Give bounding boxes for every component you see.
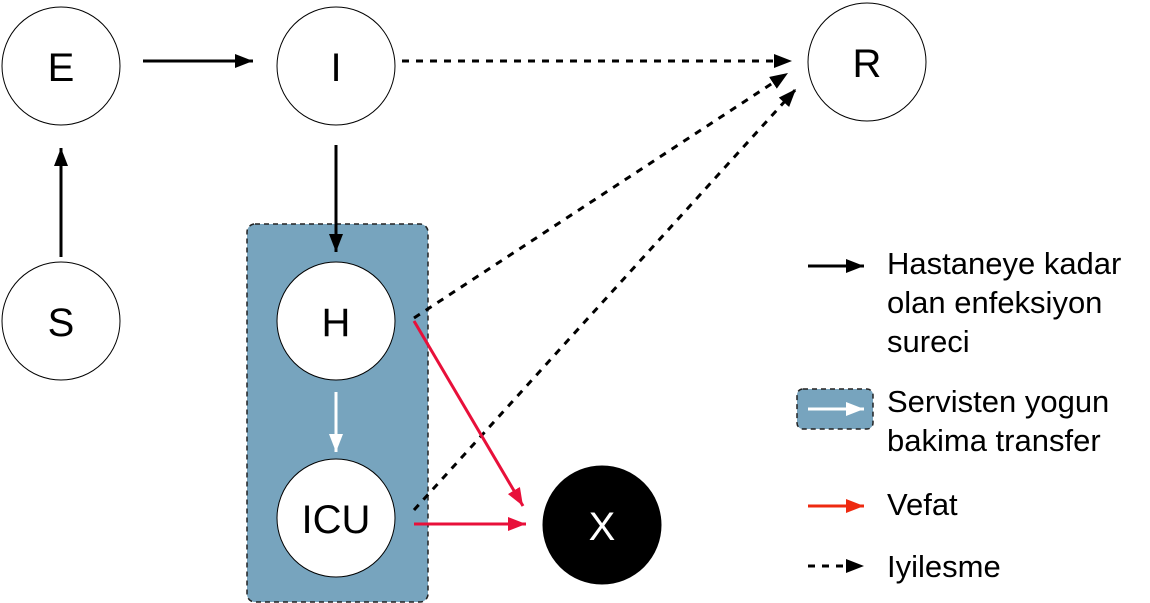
node-r: R [807, 2, 927, 122]
node-h: H [276, 261, 396, 381]
legend-infection-line1: Hastaneye kadar [887, 246, 1121, 281]
node-s-label: S [48, 301, 75, 345]
node-icu-label: ICU [302, 498, 371, 542]
legend-transfer-line2: bakima transfer [887, 423, 1101, 458]
node-e: E [1, 6, 121, 126]
legend-recovery-label: Iyilesme [887, 549, 1001, 584]
arrow-h-to-r [413, 71, 789, 320]
node-h-label: H [322, 301, 351, 345]
legend-transfer-line1: Servisten yogun [887, 384, 1109, 419]
node-x: X [542, 465, 662, 585]
node-s: S [1, 261, 121, 381]
node-r-label: R [853, 42, 882, 86]
node-x-label: X [589, 505, 616, 549]
node-icu: ICU [276, 458, 396, 578]
legend-infection-line2: olan enfeksiyon [887, 285, 1102, 320]
arrow-h-to-x [412, 320, 525, 507]
legend-death-label: Vefat [887, 487, 958, 522]
legend: Hastaneye kadar olan enfeksiyon sureci S… [796, 246, 1121, 584]
arrow-icu-to-r [412, 87, 798, 512]
node-i: I [276, 6, 396, 126]
legend-infection-line3: sureci [887, 324, 970, 359]
node-i-label: I [330, 46, 341, 90]
node-e-label: E [48, 46, 75, 90]
